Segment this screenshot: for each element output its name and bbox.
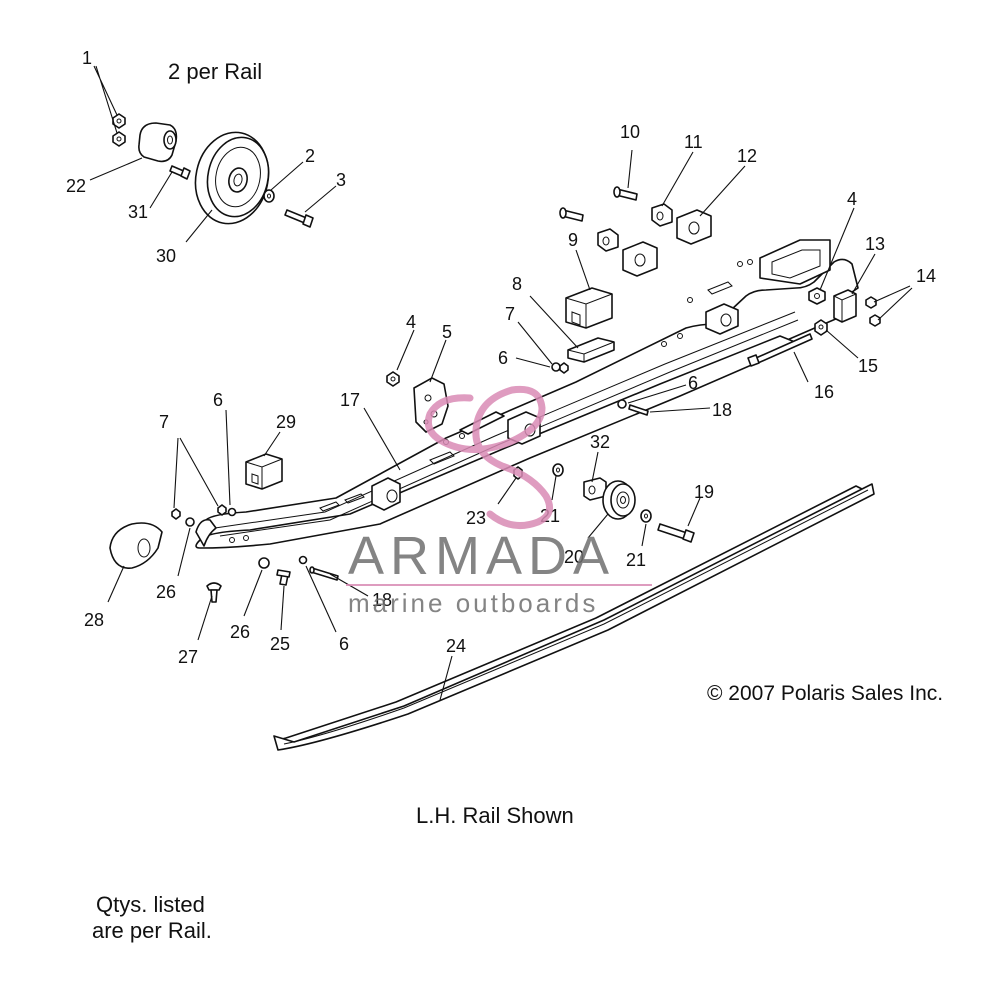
callout-3: 3 <box>336 170 346 190</box>
callout-7-lower: 7 <box>159 412 169 432</box>
callout-22: 22 <box>66 176 86 196</box>
callout-29: 29 <box>276 412 296 432</box>
callout-21-right: 21 <box>626 550 646 570</box>
watermark-brand: ARMADA <box>348 526 615 586</box>
bracket-part-13 <box>833 289 857 323</box>
caption-copyright: © 2007 Polaris Sales Inc. <box>707 682 943 705</box>
callout-25: 25 <box>270 634 290 654</box>
callout-13: 13 <box>865 234 885 254</box>
nut-part-1 <box>112 113 126 147</box>
callout-6-upper-left: 6 <box>498 348 508 368</box>
callout-6-lower-left: 6 <box>213 390 223 410</box>
bolt-part-18-upper <box>628 404 649 416</box>
callout-8: 8 <box>512 274 522 294</box>
caption-rail-shown: L.H. Rail Shown <box>416 803 574 828</box>
callout-24: 24 <box>446 636 466 656</box>
callout-12: 12 <box>737 146 757 166</box>
callout-7-upper: 7 <box>505 304 515 324</box>
callout-10: 10 <box>620 122 640 142</box>
washer-part-26 <box>185 517 270 569</box>
callout-26-lower: 26 <box>230 622 250 642</box>
callout-1: 1 <box>82 48 92 68</box>
nut-part-4b <box>808 287 826 305</box>
spacer-part-15 <box>814 319 828 336</box>
block-part-12 <box>622 209 712 277</box>
watermark-logo-icon <box>424 385 554 530</box>
callout-15: 15 <box>858 356 878 376</box>
callout-11: 11 <box>684 132 703 152</box>
callout-9: 9 <box>568 230 578 250</box>
axle-bracket-part-22 <box>138 122 178 163</box>
rivet-part-27 <box>206 582 222 603</box>
bolt-part-3 <box>284 209 314 228</box>
nut-part-4a <box>386 371 400 387</box>
wear-block-part-9 <box>565 287 613 329</box>
bolt-part-16 <box>747 333 813 367</box>
callout-17: 17 <box>340 390 360 410</box>
washer-part-6-lower <box>227 507 308 565</box>
callout-4-right: 4 <box>847 189 857 209</box>
callout-18-upper: 18 <box>712 400 732 420</box>
caption-qty-line2: are per Rail. <box>92 918 212 943</box>
end-cap-part-28 <box>109 522 163 569</box>
callout-26-upper: 26 <box>156 582 176 602</box>
wheel-part-20 <box>602 480 636 520</box>
callout-16: 16 <box>814 382 834 402</box>
slide-clip-part-8 <box>567 337 615 363</box>
callout-6-upper-right: 6 <box>688 373 698 393</box>
screws-part-14 <box>865 296 881 327</box>
wear-block-part-29 <box>245 453 283 490</box>
callout-19: 19 <box>694 482 714 502</box>
callout-30: 30 <box>156 246 176 266</box>
leader-lines <box>89 65 913 701</box>
mount-plate-part-5 <box>413 377 449 433</box>
bolt-part-31 <box>169 165 191 180</box>
wear-strip-part-24 <box>273 483 875 751</box>
callout-6-lower: 6 <box>339 634 349 654</box>
callout-32: 32 <box>590 432 610 452</box>
bushing-part-11 <box>597 203 673 252</box>
callout-14: 14 <box>916 266 936 286</box>
idler-wheel-part-30 <box>194 131 270 225</box>
washer-part-21a <box>552 463 564 477</box>
washer-part-2 <box>263 189 275 203</box>
callout-4-left: 4 <box>406 312 416 332</box>
shock-mount-hardware <box>559 186 712 277</box>
callout-28: 28 <box>84 610 104 630</box>
screw-part-25 <box>276 569 291 586</box>
callout-18-lower: 18 <box>372 590 392 610</box>
callout-27: 27 <box>178 647 198 667</box>
slide-rail-part-17 <box>195 239 859 549</box>
callout-23: 23 <box>466 508 486 528</box>
watermark: ARMADA marine outboards <box>346 385 652 618</box>
nut-part-7-upper <box>559 362 569 374</box>
bolt-part-18-lower <box>309 566 339 581</box>
callout-2: 2 <box>305 146 315 166</box>
caption-qty-line1: Qtys. listed <box>96 892 205 917</box>
washer-part-21b <box>640 509 652 523</box>
caption-per-rail: 2 per Rail <box>168 59 262 84</box>
callout-5: 5 <box>442 322 452 342</box>
pin-part-10 <box>559 186 638 222</box>
bolt-part-19 <box>657 523 695 543</box>
callout-31: 31 <box>128 202 148 222</box>
nut-part-7-lower <box>171 504 227 520</box>
watermark-tagline: marine outboards <box>348 588 598 618</box>
idler-wheel-assembly <box>112 113 314 228</box>
callout-20: 20 <box>564 547 584 567</box>
